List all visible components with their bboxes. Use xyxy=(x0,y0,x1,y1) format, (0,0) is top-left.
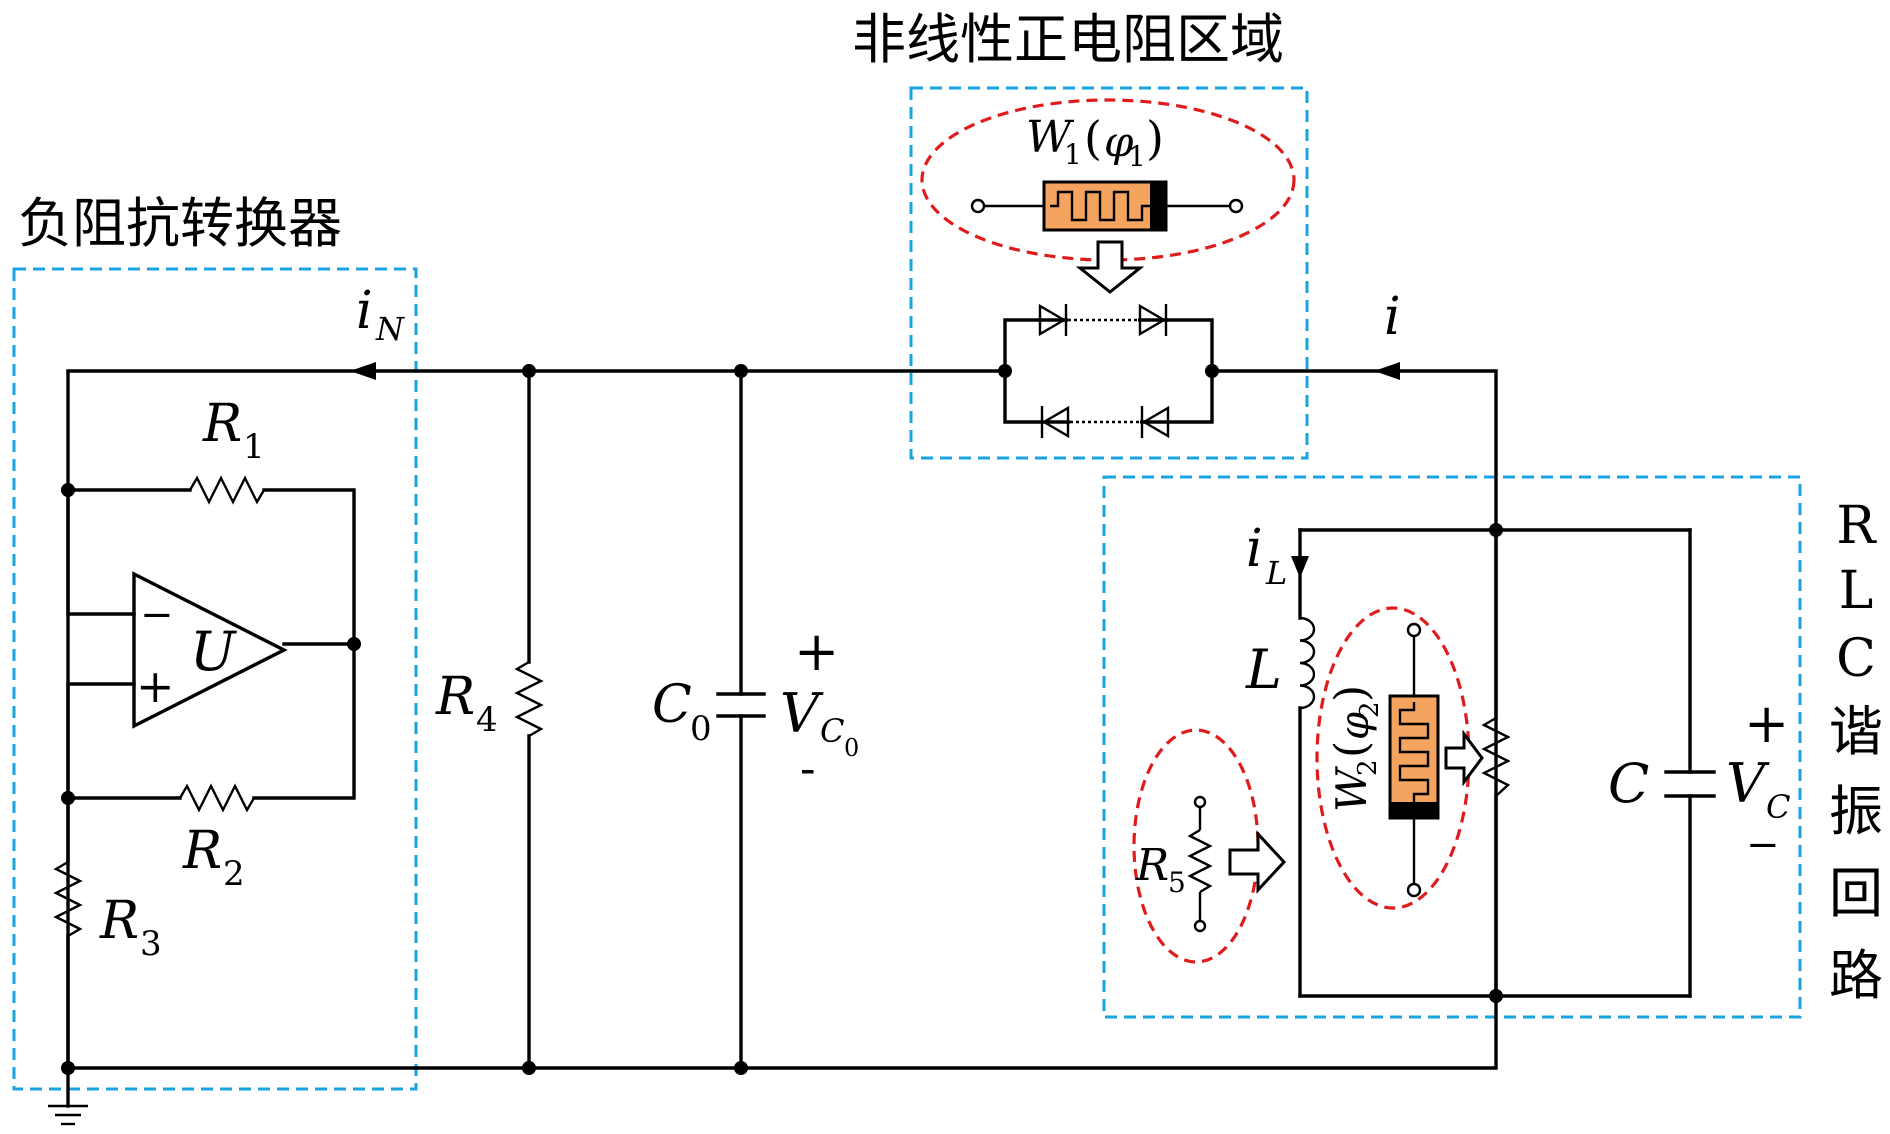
label-w1: W 1 ( φ 1 ) xyxy=(1026,111,1164,173)
label-l: L xyxy=(1245,638,1282,701)
label-iN: i N xyxy=(356,281,405,348)
svg-text:R: R xyxy=(1135,840,1169,891)
current-arrow-i xyxy=(1374,362,1400,380)
resistor-r1 xyxy=(188,475,266,505)
arrow-w1-to-bridge xyxy=(1075,240,1145,294)
rlc-title-char-7: 路 xyxy=(1829,944,1883,1007)
svg-text:R: R xyxy=(435,667,475,727)
svg-text:2: 2 xyxy=(223,854,245,894)
inductor-l xyxy=(1299,616,1316,710)
svg-text:2: 2 xyxy=(1355,701,1385,718)
rlc-title-char-6: 回 xyxy=(1829,862,1883,925)
label-vc: + V C − xyxy=(1726,692,1790,868)
diode-bottom-left xyxy=(1041,405,1070,439)
svg-text:): ) xyxy=(1146,111,1164,165)
svg-text:i: i xyxy=(356,281,373,341)
svg-text:C: C xyxy=(1766,788,1790,826)
diode-bridge xyxy=(1003,303,1214,439)
label-vc0: + V C 0 - xyxy=(780,620,859,795)
rlc-title-vertical: R L C 谐 振 回 路 xyxy=(1829,496,1883,1007)
svg-text:4: 4 xyxy=(476,700,498,740)
label-r2: R 2 xyxy=(182,821,245,894)
svg-text:C: C xyxy=(652,675,692,735)
svg-text:2: 2 xyxy=(1353,759,1383,776)
resistor-variable-center xyxy=(1481,716,1511,797)
rlc-title-char-5: 振 xyxy=(1829,780,1883,843)
arrow-r5-to-rlc xyxy=(1228,830,1287,894)
resistor-r5 xyxy=(1187,795,1213,933)
svg-text:φ: φ xyxy=(1332,712,1378,740)
svg-text:V: V xyxy=(1726,752,1770,815)
svg-text:R: R xyxy=(99,891,139,951)
svg-text:R: R xyxy=(182,821,222,881)
label-r3: R 3 xyxy=(99,891,162,964)
diode-top-left xyxy=(1038,303,1067,337)
svg-text:5: 5 xyxy=(1168,866,1186,899)
svg-text:i: i xyxy=(1246,519,1263,579)
diode-bottom-right xyxy=(1141,405,1170,439)
svg-text:L: L xyxy=(1265,554,1287,592)
op-amp-section: U − + xyxy=(48,475,356,1126)
svg-text:(: ( xyxy=(1084,111,1102,165)
label-iL: i L xyxy=(1246,519,1287,592)
label-r5: R 5 xyxy=(1135,840,1186,899)
svg-text:C: C xyxy=(820,712,844,750)
resistor-r2 xyxy=(178,783,256,813)
rlc-title-char-4: 谐 xyxy=(1829,700,1883,763)
svg-text:(: ( xyxy=(1326,741,1377,758)
current-arrow-iL xyxy=(1291,556,1309,578)
svg-text:1: 1 xyxy=(243,427,265,467)
op-amp-inverting-sign: − xyxy=(140,592,174,638)
arrow-w2-to-resistor xyxy=(1444,729,1484,787)
memristor-w2 xyxy=(1388,622,1440,898)
label-r1: R 1 xyxy=(202,394,265,467)
current-arrow-iN xyxy=(350,362,376,380)
svg-text:+: + xyxy=(1744,692,1789,755)
label-w2: W 2 ( φ 2 ) xyxy=(1326,685,1385,812)
svg-text:φ: φ xyxy=(1104,117,1134,166)
label-r4: R 4 xyxy=(435,667,498,740)
resistor-r4 xyxy=(514,660,544,738)
svg-text:N: N xyxy=(375,310,405,348)
svg-text:1: 1 xyxy=(1064,138,1082,171)
svg-text:1: 1 xyxy=(1128,140,1146,173)
resistor-r3 xyxy=(53,860,83,938)
label-i: i xyxy=(1384,287,1401,347)
svg-text:−: − xyxy=(1746,822,1780,868)
svg-text:0: 0 xyxy=(690,709,712,749)
svg-text:R: R xyxy=(202,394,242,454)
op-amp-triangle xyxy=(132,571,288,729)
nonlinear-positive-resistance-region xyxy=(909,86,1309,460)
label-c: C xyxy=(1608,752,1649,815)
svg-text:): ) xyxy=(1326,685,1377,702)
diode-top-right xyxy=(1138,303,1167,337)
svg-text:W: W xyxy=(1026,112,1075,163)
memristor-w1 xyxy=(970,180,1244,232)
svg-text:+: + xyxy=(794,620,839,683)
svg-text:-: - xyxy=(800,741,816,795)
svg-text:3: 3 xyxy=(140,924,162,964)
junction-dots xyxy=(61,364,1503,1075)
rlc-title-char-2: L xyxy=(1839,561,1874,621)
rlc-title-char-1: R xyxy=(1836,496,1877,556)
label-c0: C 0 xyxy=(652,675,712,749)
op-amp-label: U xyxy=(190,620,237,683)
rlc-resonant-circuit-region xyxy=(1102,475,1802,1019)
svg-text:0: 0 xyxy=(844,734,859,762)
op-amp-noninverting-sign: + xyxy=(136,659,175,713)
negative-impedance-converter-region xyxy=(12,267,418,1091)
svg-text:W: W xyxy=(1327,765,1376,812)
rlc-title-char-3: C xyxy=(1836,629,1876,689)
nonlinear-positive-resistance-title: 非线性正电阻区域 xyxy=(852,8,1284,71)
svg-text:V: V xyxy=(780,682,824,745)
negative-impedance-converter-title: 负阻抗转换器 xyxy=(18,192,342,255)
svg-text:i: i xyxy=(1384,287,1401,347)
